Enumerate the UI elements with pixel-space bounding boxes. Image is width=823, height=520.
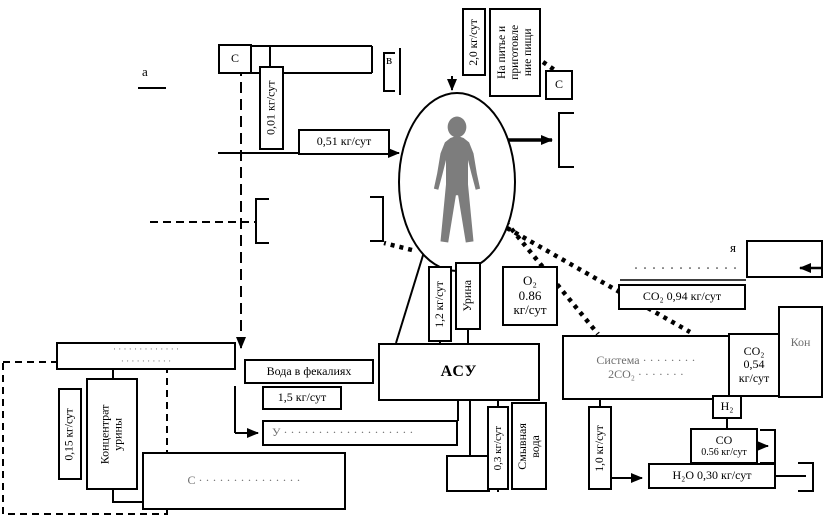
- faint-dotted-caption: · · · · · · · · · · · ·: [633, 261, 739, 276]
- flow-value: 0,51 кг/сут: [316, 134, 372, 149]
- h2o-value: H₂O 0,30 кг/сут: [672, 468, 752, 483]
- system-bottom-label: С · · · · · · · · · · · · · · ·: [187, 473, 301, 488]
- partial-label: С: [230, 51, 239, 66]
- o2-formula: O₂: [523, 273, 537, 289]
- drink-line-2: приготовле: [508, 25, 521, 80]
- system-co2-title: Система · · · · · · · ·: [596, 353, 696, 368]
- installation-label: У · · · · · · · · · · · · · · · · · · ·: [272, 425, 414, 440]
- flow-label-1-5: 1,5 кг/сут: [262, 386, 342, 410]
- flow-label-0-3: 0,3 кг/сут: [487, 406, 509, 490]
- h2-flow-box: H₂: [712, 395, 742, 419]
- water-system-box-faint: · · · · · · · · · · · · · · · · · · · · …: [56, 342, 236, 370]
- faint-line-1: · · · · · · · · · · · · ·: [113, 344, 179, 355]
- drink-line-3: ние пищи: [521, 28, 534, 77]
- partial-box-bottom-center: [446, 455, 490, 492]
- water-recovery-system-box-faint: С · · · · · · · · · · · · · · ·: [142, 452, 346, 510]
- cut-box-bracket-co: [760, 429, 776, 464]
- co-flow-box: СО 0.56 кг/сут: [690, 428, 758, 464]
- feces-water-box: Вода в фекалиях: [244, 359, 374, 384]
- concentrate-line-2: урины: [111, 417, 125, 451]
- concentrator-box-cut: Кон: [778, 306, 823, 398]
- concentrator-partial-label: Кон: [790, 335, 811, 349]
- faint-line-2: · · · · · · · · · ·: [120, 356, 172, 366]
- co2-main-flow-box: СО₂ 0,94 кг/сут: [618, 284, 746, 310]
- co2-side-flow-box: СО₂ 0,54 кг/сут: [728, 333, 780, 397]
- flush-water-box: Смывная вода: [511, 402, 547, 490]
- partial-letter-a: а: [142, 64, 148, 79]
- urine-concentrate-box: Концентрат урины: [86, 378, 138, 490]
- cut-box-bracket-top: [383, 52, 395, 92]
- co-formula: СО: [715, 432, 733, 447]
- flush-line-1: Смывная: [514, 422, 529, 470]
- o2-value: 0.86: [518, 287, 542, 303]
- flush-line-2: вода: [528, 434, 542, 458]
- drinking-cooking-water-box: На питье и приготовле ние пищи: [489, 8, 541, 97]
- dashed-subsystem-frame: [2, 361, 168, 515]
- partial-box-top-right: С: [545, 70, 573, 100]
- urine-label: Урина: [460, 280, 475, 312]
- flow-value: 0,3 кг/сут: [491, 425, 504, 471]
- partial-label: С: [554, 77, 563, 92]
- cut-box-bracket-h2o: [798, 462, 814, 492]
- co2-side-formula: СО₂: [743, 343, 765, 358]
- partial-box-right-edge: [746, 240, 823, 278]
- flow-label-1-2: 1,2 кг/сут: [428, 266, 452, 342]
- system-co2-reaction: 2СО₂ · · · · · · ·: [608, 366, 684, 381]
- partial-letter-v: в: [386, 52, 393, 67]
- flow-value: 0,15 кг/сут: [63, 407, 76, 461]
- urine-label-box: Урина: [455, 262, 481, 330]
- flow-label-2-0: 2,0 кг/сут: [462, 8, 486, 76]
- oxygen-flow-box: O₂ 0.86 кг/сут: [502, 266, 558, 326]
- flow-value: 1,5 кг/сут: [277, 390, 327, 405]
- flow-label-0-01: 0,01 кг/сут: [259, 66, 284, 150]
- asu-waste-system-box: АСУ: [378, 343, 540, 401]
- h2-label: H₂: [720, 399, 734, 414]
- partial-letter-ya: я: [730, 240, 736, 255]
- co-value: 0.56 кг/сут: [701, 447, 747, 459]
- flow-value: 2,0 кг/сут: [467, 18, 480, 66]
- flow-label-0-15: 0,15 кг/сут: [58, 388, 82, 480]
- drink-line-1: На питье и: [495, 26, 508, 79]
- flow-label-1-0: 1,0 кг/сут: [588, 406, 612, 490]
- feces-water-label: Вода в фекалиях: [266, 363, 352, 378]
- partial-box-top-left: С: [218, 44, 252, 74]
- cut-box-bracket-right: [558, 112, 574, 168]
- crew-member-ellipse: [398, 92, 516, 272]
- flow-label-0-51: 0,51 кг/сут: [298, 129, 390, 155]
- co2-side-unit: кг/сут: [738, 370, 770, 385]
- asu-label: АСУ: [440, 363, 478, 381]
- co2-side-value: 0,54: [743, 357, 765, 372]
- co2-processing-system-box: Система · · · · · · · · 2СО₂ · · · · · ·…: [562, 335, 730, 400]
- cut-box-bracket-left-close: [370, 196, 384, 242]
- flow-value: 1,0 кг/сут: [593, 424, 606, 472]
- cut-box-bracket-left-open: [255, 198, 269, 244]
- h2o-flow-box: H₂O 0,30 кг/сут: [648, 463, 776, 489]
- co2-main-value: СО₂ 0,94 кг/сут: [642, 289, 722, 304]
- human-silhouette: [433, 116, 481, 243]
- o2-unit: кг/сут: [513, 302, 547, 318]
- flow-value: 0,01 кг/сут: [263, 80, 278, 136]
- installation-box-faint: У · · · · · · · · · · · · · · · · · · ·: [262, 420, 458, 446]
- flow-value: 1,2 кг/сут: [433, 280, 446, 328]
